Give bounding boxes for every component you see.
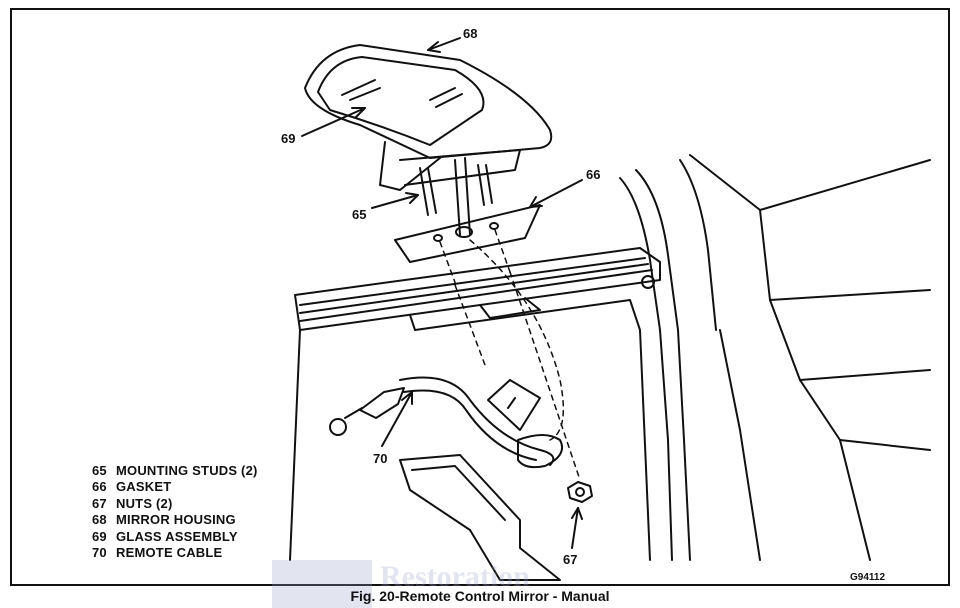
watermark-logo: Restoration [272,560,602,608]
legend-number: 69 [92,528,107,544]
legend-label: NUTS (2) [116,495,173,511]
legend-label: MIRROR HOUSING [116,512,236,528]
legend-item: 68 MIRROR HOUSING [92,512,258,528]
legend-label: REMOTE CABLE [116,545,223,561]
watermark-block [272,560,372,608]
legend-label: MOUNTING STUDS (2) [116,463,258,478]
legend-number: 66 [92,479,107,495]
legend-item: 69 GLASS ASSEMBLY [92,529,258,545]
access-plug [487,379,541,431]
remote-cable [329,376,564,469]
legend-item: 67 NUTS (2) [92,496,258,512]
callout-66: 66 [586,167,601,182]
leader-arrows [301,37,583,549]
alignment-lines [439,229,581,481]
callout-68: 68 [463,26,478,41]
figure-caption: Fig. 20-Remote Control Mirror - Manual [350,588,610,604]
legend-number: 68 [92,512,107,528]
gasket [394,204,541,263]
door-frame [619,154,931,561]
mirror-housing [304,44,553,191]
callout-67: 67 [563,552,578,567]
callout-70: 70 [373,451,388,466]
legend-number: 65 [92,463,107,478]
legend-number: 67 [92,495,107,511]
watermark-text: Restoration [380,560,530,593]
parts-legend: 65 MOUNTING STUDS (2) 66 GASKET 67 NUTS (2)… [92,463,258,561]
legend-item: 65 MOUNTING STUDS (2) [92,463,258,479]
callout-65: 65 [352,207,367,222]
legend-item: 66 GASKET [92,479,258,495]
legend-number: 70 [92,545,107,561]
belt-molding [294,247,661,331]
figure-number: G94112 [850,572,886,583]
legend-item: 70 REMOTE CABLE [92,545,258,561]
door-panel [289,297,651,581]
figure-frame [10,8,950,586]
mounting-studs [419,157,493,236]
callout-69: 69 [281,131,296,146]
nut [567,481,593,503]
legend-label: GLASS ASSEMBLY [116,528,238,544]
legend-label: GASKET [116,479,172,495]
